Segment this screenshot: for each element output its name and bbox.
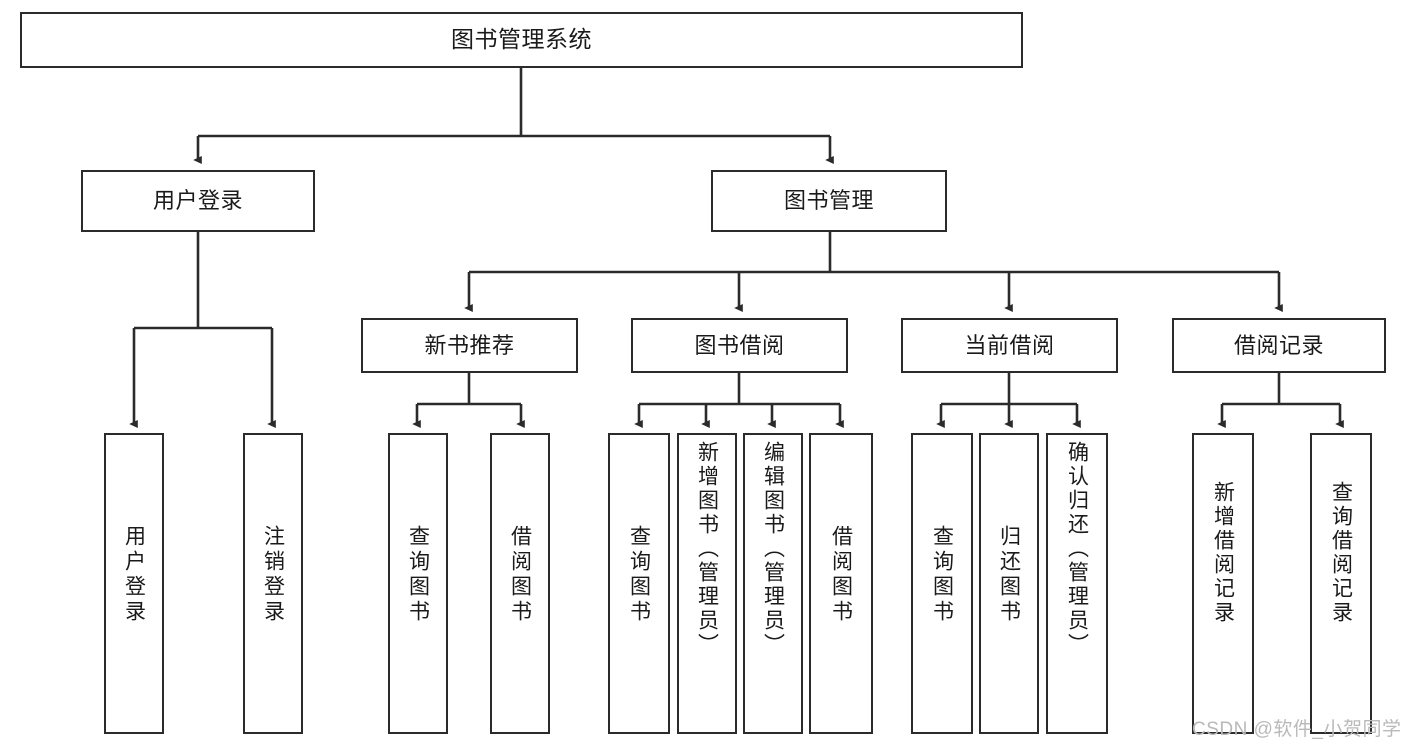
node-label: 新增图书（管理员） — [695, 441, 719, 657]
node-label: 新书推荐 — [424, 332, 515, 358]
node-label: 借阅图书 — [829, 525, 853, 625]
node-label: 用户登录 — [122, 525, 146, 625]
node-label: 图书借阅 — [694, 332, 785, 358]
node-label: 查询图书 — [930, 525, 954, 625]
node-label: 借阅记录 — [1233, 332, 1324, 358]
node-label: 借阅图书 — [508, 525, 532, 625]
node-label: 编辑图书（管理员） — [761, 441, 785, 657]
node-label: 查询图书 — [627, 525, 651, 625]
csdn-watermark: CSDN @软件_小贺同学 — [1192, 719, 1402, 740]
leaf-return-book[interactable]: 归还图书 — [979, 433, 1039, 734]
node-label: 用户登录 — [152, 188, 243, 214]
leaf-user-login[interactable]: 用户登录 — [104, 433, 164, 734]
node-root-system[interactable]: 图书管理系统 — [20, 12, 1023, 68]
node-current-borrow[interactable]: 当前借阅 — [901, 318, 1118, 373]
node-label: 确认归还（管理员） — [1065, 441, 1089, 657]
node-book-management[interactable]: 图书管理 — [711, 170, 947, 232]
node-label: 图书管理 — [783, 188, 874, 214]
leaf-confirm-return-admin[interactable]: 确认归还（管理员） — [1046, 433, 1108, 734]
node-label: 新增借阅记录 — [1211, 481, 1235, 625]
node-label: 查询借阅记录 — [1329, 481, 1353, 625]
leaf-add-borrow-record[interactable]: 新增借阅记录 — [1192, 433, 1254, 734]
leaf-query-borrow-record[interactable]: 查询借阅记录 — [1310, 433, 1372, 734]
leaf-logout[interactable]: 注销登录 — [243, 433, 303, 734]
node-label: 注销登录 — [261, 525, 285, 625]
node-book-borrow[interactable]: 图书借阅 — [631, 318, 848, 373]
node-new-book-recommend[interactable]: 新书推荐 — [361, 318, 578, 373]
leaf-add-book-admin[interactable]: 新增图书（管理员） — [677, 433, 737, 734]
leaf-current-query-book[interactable]: 查询图书 — [911, 433, 973, 734]
leaf-borrow-book[interactable]: 借阅图书 — [809, 433, 873, 734]
leaf-new-book-borrow[interactable]: 借阅图书 — [490, 433, 550, 734]
leaf-borrow-query-book[interactable]: 查询图书 — [608, 433, 670, 734]
leaf-edit-book-admin[interactable]: 编辑图书（管理员） — [743, 433, 803, 734]
node-label: 当前借阅 — [964, 332, 1055, 358]
leaf-new-book-query[interactable]: 查询图书 — [388, 433, 448, 734]
node-user-login[interactable]: 用户登录 — [81, 170, 315, 232]
node-label: 归还图书 — [997, 525, 1021, 625]
node-label: 查询图书 — [406, 525, 430, 625]
node-label: 图书管理系统 — [451, 26, 592, 53]
node-borrow-record[interactable]: 借阅记录 — [1172, 318, 1386, 373]
